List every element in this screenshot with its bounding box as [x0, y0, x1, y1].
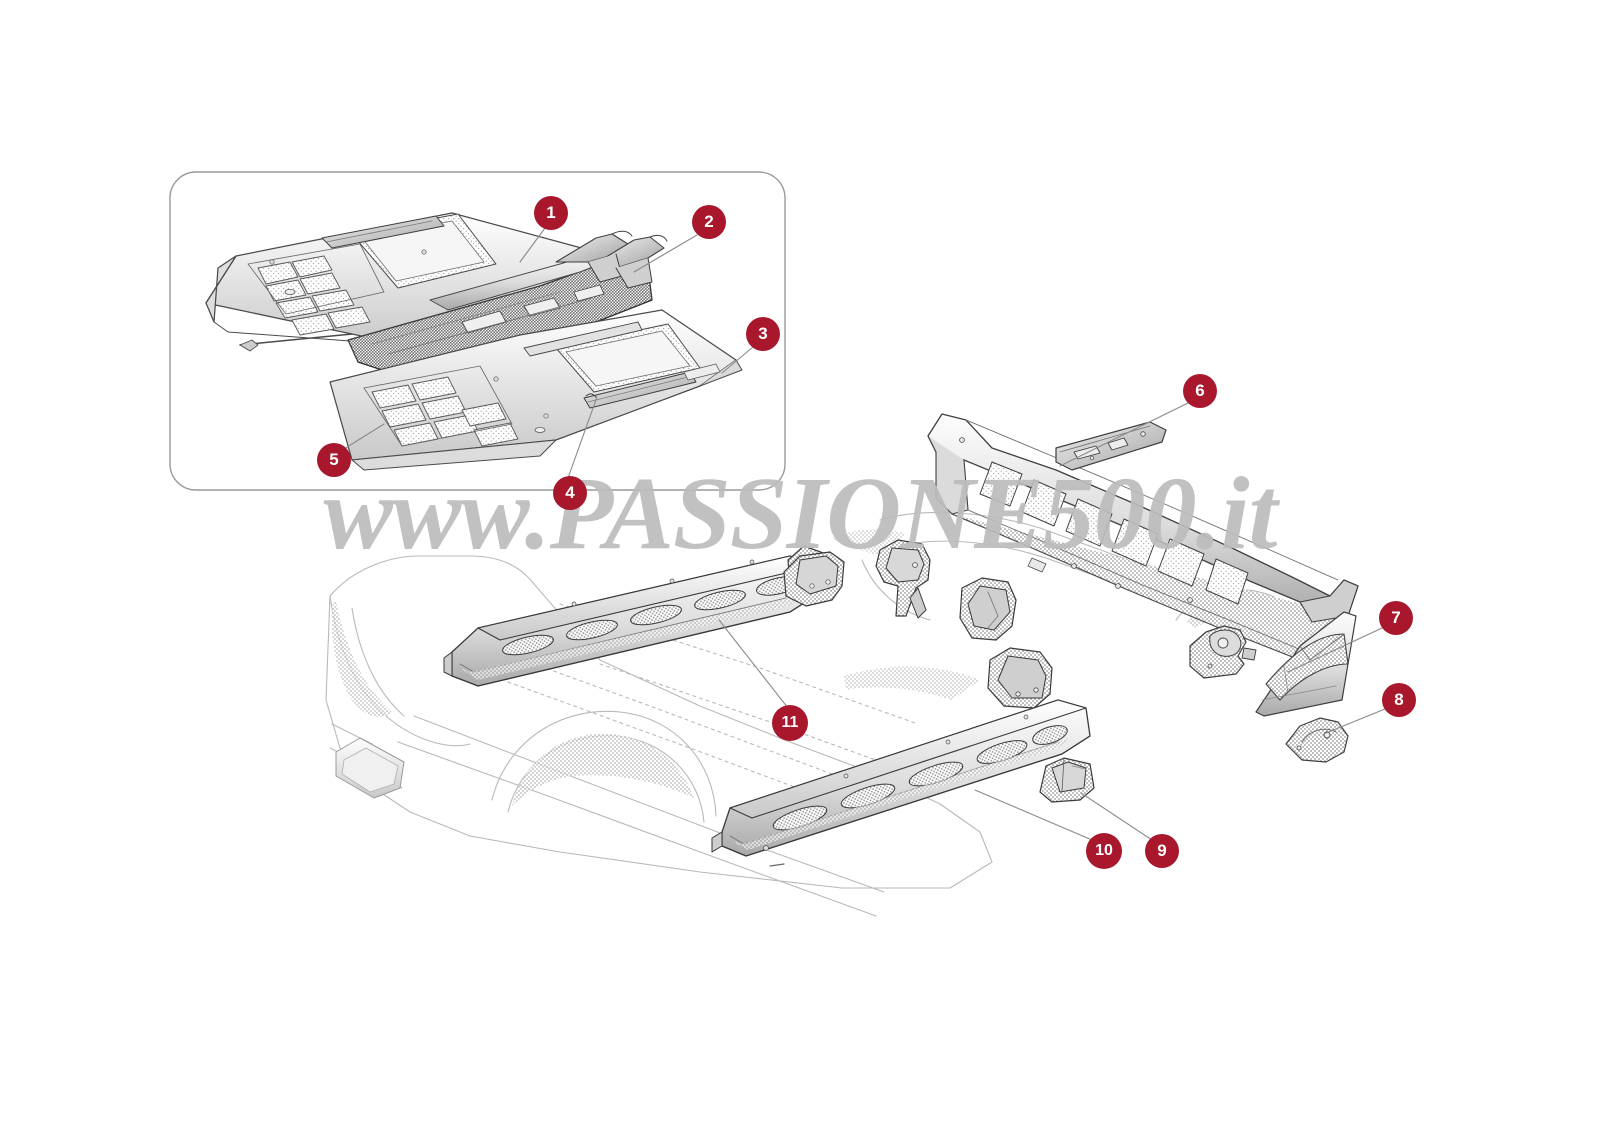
- callout-badge-3[interactable]: 3: [746, 317, 780, 351]
- callout-badge-10[interactable]: 10: [1086, 833, 1122, 869]
- callout-badge-6[interactable]: 6: [1183, 374, 1217, 408]
- callout-badge-11[interactable]: 11: [772, 705, 808, 741]
- callout-badge-1[interactable]: 1: [534, 196, 568, 230]
- callout-badge-8[interactable]: 8: [1382, 683, 1416, 717]
- callout-badge-7[interactable]: 7: [1379, 601, 1413, 635]
- callout-badge-5[interactable]: 5: [317, 443, 351, 477]
- callout-badge-2[interactable]: 2: [692, 205, 726, 239]
- callout-badge-9[interactable]: 9: [1145, 834, 1179, 868]
- callout-badge-4[interactable]: 4: [553, 476, 587, 510]
